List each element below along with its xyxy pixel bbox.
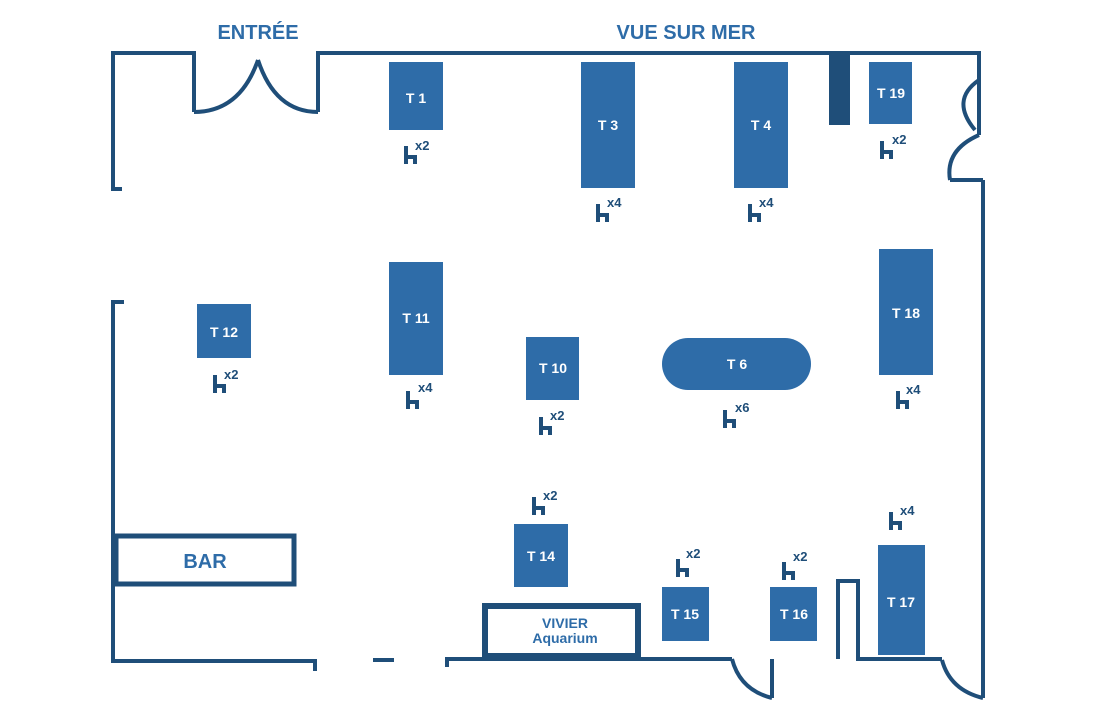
svg-text:T 18: T 18 — [892, 305, 920, 321]
svg-text:T 11: T 11 — [402, 310, 429, 326]
svg-text:T 10: T 10 — [539, 360, 567, 376]
table-t19[interactable]: T 19 x2 — [869, 62, 912, 159]
table-t16[interactable]: T 16 x2 — [770, 549, 817, 641]
svg-text:T 17: T 17 — [887, 594, 915, 610]
bar-label: BAR — [183, 551, 227, 573]
seat-count: x4 — [418, 380, 433, 395]
table-t4[interactable]: T 4 x4 — [734, 62, 788, 222]
table-t10[interactable]: T 10 x2 — [526, 337, 579, 435]
walls — [111, 51, 985, 700]
svg-text:T 19: T 19 — [877, 85, 905, 101]
svg-text:T 1: T 1 — [406, 90, 426, 106]
seat-count: x2 — [543, 488, 557, 503]
table-t6[interactable]: T 6 x6 — [662, 338, 811, 428]
svg-text:T 6: T 6 — [727, 356, 747, 372]
seat-count: x4 — [759, 195, 774, 210]
seat-count: x2 — [686, 546, 700, 561]
svg-text:T 4: T 4 — [751, 117, 771, 133]
seat-count: x2 — [793, 549, 807, 564]
svg-text:T 14: T 14 — [527, 548, 555, 564]
vivier-aquarium: VIVIER Aquarium — [482, 603, 641, 659]
svg-text:T 15: T 15 — [671, 606, 699, 622]
table-t1[interactable]: T 1 x2 — [389, 62, 443, 164]
seat-count: x2 — [415, 138, 429, 153]
table-t17[interactable]: T 17 x4 — [878, 503, 925, 655]
svg-text:T 16: T 16 — [780, 606, 808, 622]
seat-count: x4 — [906, 382, 921, 397]
seat-count: x2 — [892, 132, 906, 147]
svg-text:T 3: T 3 — [598, 117, 618, 133]
svg-text:T 12: T 12 — [210, 324, 238, 340]
table-t15[interactable]: T 15 x2 — [662, 546, 709, 641]
column-block — [829, 53, 850, 125]
seat-count: x4 — [607, 195, 622, 210]
seat-count: x4 — [900, 503, 915, 518]
seat-count: x6 — [735, 400, 749, 415]
seat-count: x2 — [224, 367, 238, 382]
aquarium-label: Aquarium — [532, 630, 597, 646]
sea-view-label: VUE SUR MER — [617, 22, 756, 44]
seat-count: x2 — [550, 408, 564, 423]
table-t11[interactable]: T 11 x4 — [389, 262, 443, 409]
table-t18[interactable]: T 18 x4 — [879, 249, 933, 409]
table-t14[interactable]: T 14 x2 — [514, 488, 568, 587]
table-t12[interactable]: T 12 x2 — [197, 304, 251, 393]
entrance-label: ENTRÉE — [217, 21, 298, 44]
bar-counter: BAR — [113, 533, 297, 587]
table-t3[interactable]: T 3 x4 — [581, 62, 635, 222]
vivier-label: VIVIER — [542, 615, 588, 631]
